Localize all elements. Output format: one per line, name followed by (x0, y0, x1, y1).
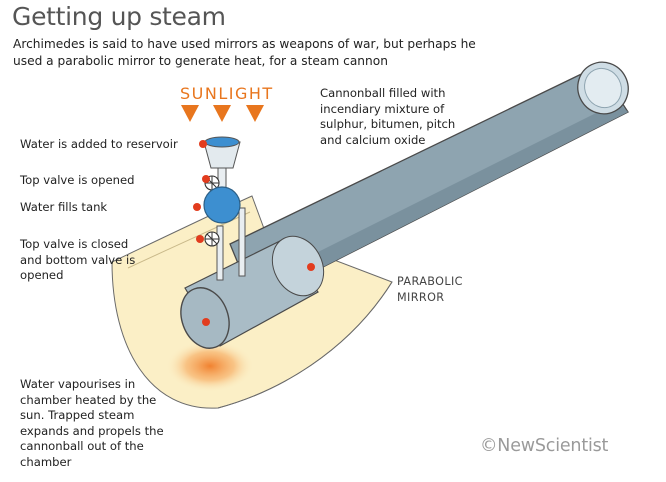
feed-pipe-right (238, 207, 246, 277)
label-top-valve-opened: Top valve is opened (20, 173, 135, 187)
reservoir-water (204, 136, 240, 148)
label-tank-fills: Water fills tank (20, 200, 108, 214)
sunlight-arrow-icon (213, 105, 231, 122)
feed-pipe-left (216, 225, 224, 281)
label-parabolic-mirror: PARABOLIC MIRROR (397, 275, 463, 304)
sunlight-label: SUNLIGHT (180, 84, 274, 103)
mirror-front-rim (217, 281, 393, 409)
water-tank (203, 186, 241, 224)
chamber-front-face (180, 287, 230, 349)
label-steam-process: Water vapourises in chamber heated by th… (20, 377, 164, 469)
label-reservoir: Water is added to reservoir (20, 137, 178, 151)
barrel-muzzle-inner (584, 67, 622, 109)
marker-chamber (202, 318, 210, 326)
sunlight-arrow-icon (181, 105, 199, 122)
page-title: Getting up steam (12, 2, 226, 31)
newscientist-logo: ©NewScientist (480, 436, 609, 456)
marker-reservoir (199, 140, 207, 148)
chamber-end-cap (271, 235, 325, 297)
sunlight-arrow-icon (246, 105, 264, 122)
subtitle: Archimedes is said to have used mirrors … (13, 37, 476, 68)
label-cannonball: Cannonball filled with incendiary mixtur… (320, 86, 456, 147)
label-valves-switch: Top valve is closed and bottom valve is … (20, 237, 136, 282)
heat-glow (166, 340, 254, 392)
bottom-valve-wheel-icon (204, 231, 220, 247)
marker-tank (193, 203, 201, 211)
marker-cannonball (307, 263, 315, 271)
marker-top-valve (202, 175, 210, 183)
barrel-shading (246, 102, 628, 302)
marker-bottom-valve (196, 235, 204, 243)
